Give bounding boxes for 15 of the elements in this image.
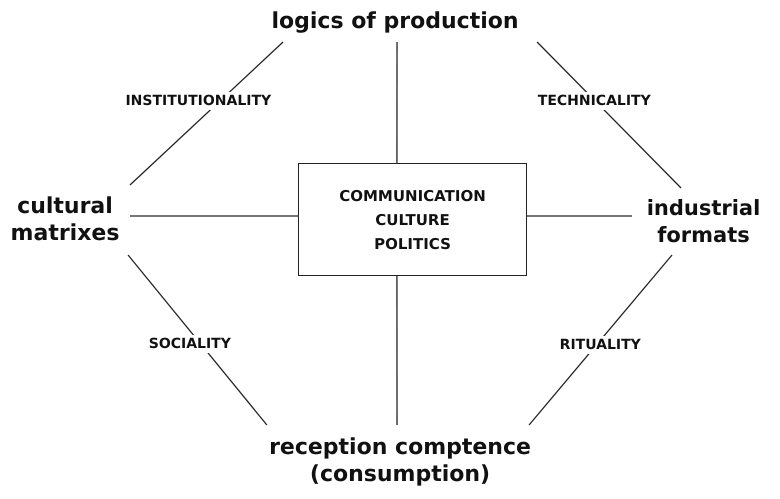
connector-line bbox=[396, 276, 398, 425]
connector-line bbox=[536, 42, 682, 188]
concept-box bbox=[298, 163, 527, 276]
connector-line bbox=[527, 215, 632, 217]
concept-label: logics of production bbox=[271, 8, 519, 36]
concept-label: cultural matrixes bbox=[10, 192, 120, 248]
edge-label: TECHNICALITY bbox=[534, 92, 654, 110]
concept-label: reception comptence (consumption) bbox=[268, 434, 532, 488]
box-text: COMMUNICATION CULTURE POLITICS bbox=[338, 186, 487, 254]
connector-line bbox=[128, 254, 268, 426]
connector-line bbox=[396, 42, 398, 163]
connector-line bbox=[130, 42, 284, 186]
concept-label: industrial formats bbox=[646, 195, 762, 248]
connector-line bbox=[130, 215, 298, 217]
connector-line bbox=[528, 254, 673, 426]
